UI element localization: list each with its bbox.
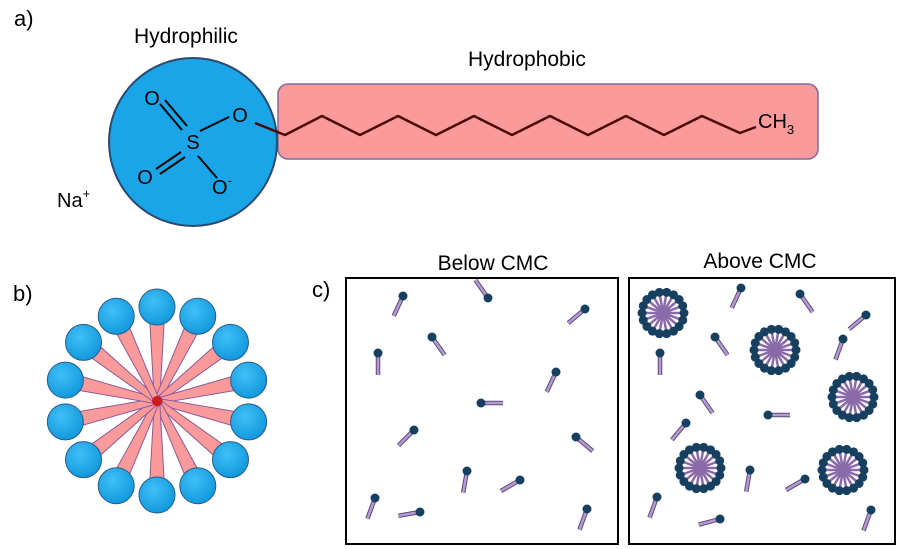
oxygen-ester: O: [232, 105, 248, 127]
below-cmc-box: [345, 277, 619, 545]
hydrophobic-label: Hydrophobic: [468, 48, 586, 71]
sulfate-bonds: [155, 99, 230, 179]
surfactant-monomer: [566, 304, 590, 325]
micelle-core: [152, 396, 162, 406]
methyl-group: CH3: [758, 111, 794, 137]
small-micelle: [637, 287, 689, 339]
surfactant-monomer: [460, 466, 472, 494]
surfactant-monomer: [544, 367, 561, 393]
hydrophilic-head-circle: [108, 57, 278, 227]
micelle-head: [138, 288, 176, 326]
micelle-head: [211, 323, 249, 361]
micelle-head: [97, 467, 135, 505]
surfactant-monomer: [743, 465, 755, 493]
surfactant-monomer: [499, 475, 525, 493]
panel-b-label: b): [13, 281, 33, 306]
surfactant-monomer: [577, 504, 592, 531]
above-cmc-title: Above CMC: [703, 250, 816, 273]
panel-c-label: c): [312, 277, 330, 302]
micelle-head: [230, 361, 268, 399]
surfactant-monomer: [710, 332, 730, 357]
micelle-head: [65, 323, 103, 361]
micelle-head: [179, 297, 217, 335]
surfactant-monomer: [795, 289, 815, 314]
oxygen-left: O: [137, 167, 153, 189]
panel-a: a) Hydrophilic Hydrophobic O S O O O- CH…: [14, 6, 819, 227]
surfactant-monomer: [373, 348, 383, 375]
panel-b: b): [13, 281, 268, 514]
small-micelle: [674, 442, 726, 494]
micelle-head: [97, 297, 135, 335]
below-cmc-monomers: [365, 278, 595, 531]
micelle-head: [230, 403, 268, 441]
alkyl-chain: [254, 114, 757, 137]
surfactant-monomer: [473, 278, 493, 303]
surfactant-monomer: [571, 432, 595, 453]
surfactant-monomer: [365, 493, 380, 520]
hydrophobic-tail-box: [277, 83, 819, 160]
micelle-head: [179, 467, 217, 505]
surfactant-monomer: [396, 425, 419, 448]
sulfur-atom: S: [186, 132, 199, 154]
oxygen-top: O: [144, 88, 160, 110]
surfactant-monomer: [784, 474, 810, 492]
surfactant-monomer: [698, 514, 725, 527]
surfactant-monomer: [763, 410, 790, 420]
hydrophilic-label: Hydrophilic: [134, 25, 238, 48]
surfactant-monomer: [427, 332, 447, 357]
surfactant-monomer: [391, 291, 408, 317]
micelle-heads: [46, 288, 268, 514]
surfactant-monomer: [729, 283, 746, 309]
below-cmc-title: Below CMC: [438, 252, 549, 275]
sodium-counterion: Na+: [57, 186, 90, 212]
surfactant-monomer: [670, 418, 691, 442]
surfactant-monomer: [695, 390, 715, 415]
above-cmc-contents: [637, 283, 879, 532]
large-micelle: [46, 288, 268, 514]
surfactant-monomer: [655, 348, 665, 375]
surfactant-monomer: [847, 310, 871, 331]
surfactant-monomer: [397, 507, 425, 519]
small-micelle: [817, 444, 869, 496]
surfactant-monomer: [647, 492, 662, 519]
micelle-head: [138, 476, 176, 514]
micelle-head: [46, 403, 84, 441]
surfactant-monomer: [861, 505, 876, 532]
small-micelle: [749, 324, 801, 376]
panel-c: c) Below CMC Above CMC: [312, 250, 896, 545]
micelle-head: [46, 361, 84, 399]
micelle-head: [65, 441, 103, 479]
micelle-head: [211, 441, 249, 479]
small-micelle: [827, 371, 879, 423]
surfactant-monomer: [833, 334, 848, 361]
micelle-tails: [62, 306, 252, 496]
panel-a-label: a): [14, 6, 34, 31]
surfactant-monomer: [476, 398, 503, 408]
oxygen-minus: O-: [212, 173, 232, 199]
